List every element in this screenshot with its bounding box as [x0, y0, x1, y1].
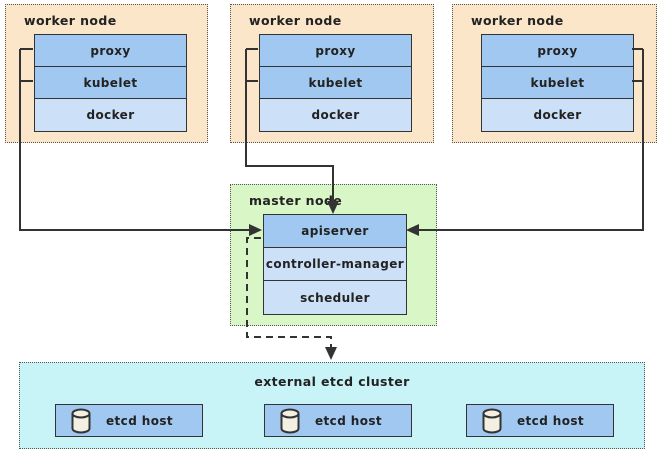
- etcd-host-label: etcd host: [315, 413, 383, 428]
- etcd-host-label: etcd host: [517, 413, 585, 428]
- database-icon: [71, 408, 91, 433]
- etcd-host-3: etcd host: [466, 404, 614, 437]
- component-kubelet: kubelet: [35, 67, 186, 99]
- etcd-host-label: etcd host: [106, 413, 174, 428]
- worker-node-3-components: proxy kubelet docker: [481, 34, 634, 132]
- worker-node-3-title: worker node: [471, 13, 564, 28]
- component-proxy: proxy: [260, 35, 411, 67]
- master-node-components: apiserver controller-manager scheduler: [263, 214, 407, 315]
- component-scheduler: scheduler: [264, 281, 406, 314]
- etcd-host-1: etcd host: [55, 404, 203, 437]
- database-icon: [280, 408, 300, 433]
- component-apiserver: apiserver: [264, 215, 406, 248]
- worker-node-1: worker node proxy kubelet docker: [5, 4, 208, 143]
- external-etcd-cluster: external etcd cluster etcd host etcd hos…: [19, 362, 645, 449]
- worker-node-2-components: proxy kubelet docker: [259, 34, 412, 132]
- component-kubelet: kubelet: [260, 67, 411, 99]
- etcd-cluster-title: external etcd cluster: [254, 374, 410, 389]
- component-kubelet: kubelet: [482, 67, 633, 99]
- worker-node-2-title: worker node: [249, 13, 342, 28]
- master-node: master node apiserver controller-manager…: [230, 184, 437, 326]
- etcd-host-2: etcd host: [264, 404, 412, 437]
- component-proxy: proxy: [482, 35, 633, 67]
- component-docker: docker: [35, 99, 186, 131]
- worker-node-3: worker node proxy kubelet docker: [452, 4, 657, 143]
- worker-node-1-title: worker node: [24, 13, 117, 28]
- component-controller-manager: controller-manager: [264, 248, 406, 281]
- component-docker: docker: [260, 99, 411, 131]
- master-node-title: master node: [249, 193, 343, 208]
- worker-node-1-components: proxy kubelet docker: [34, 34, 187, 132]
- component-docker: docker: [482, 99, 633, 131]
- worker-node-2: worker node proxy kubelet docker: [230, 4, 434, 143]
- component-proxy: proxy: [35, 35, 186, 67]
- database-icon: [482, 408, 502, 433]
